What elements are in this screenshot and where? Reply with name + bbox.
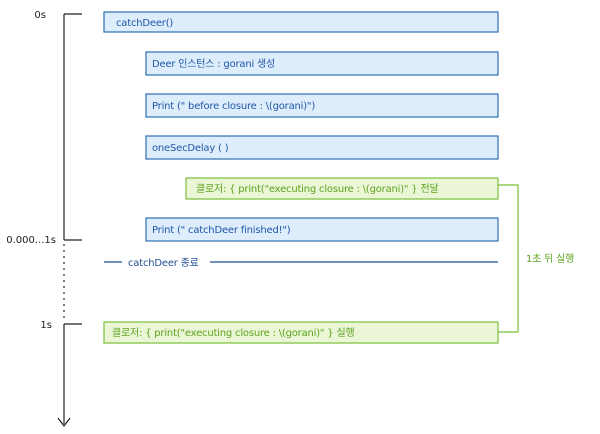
step-label: catchDeer() (116, 18, 173, 29)
step-closure-run: 클로저: { print("executing closure : \(gora… (103, 321, 499, 344)
step-label: 클로저: { print("executing closure : \(gora… (112, 327, 354, 339)
delay-bracket: 1초 뒤 실행 (498, 184, 574, 333)
step-catch-deer: catchDeer() (103, 11, 499, 33)
tick-label-1s: 1s (40, 320, 52, 331)
axis-arrow-icon (57, 417, 71, 427)
step-label: Print (" before closure : \(gorani)") (152, 101, 315, 112)
step-box (103, 11, 499, 33)
step-closure-pass: 클로저: { print("executing closure : \(gora… (185, 177, 499, 200)
catch-deer-end-marker: catchDeer 종료 (104, 257, 498, 269)
tick-label-0s: 0s (34, 10, 46, 21)
step-label: Print (" catchDeer finished!") (152, 225, 291, 236)
step-one-sec-delay: oneSecDelay ( ) (145, 135, 499, 160)
step-box (185, 177, 499, 200)
step-print-finished: Print (" catchDeer finished!") (145, 217, 499, 242)
tick-label-epsilon: 0.000...1s (6, 235, 56, 246)
step-label: 클로저: { print("executing closure : \(gora… (196, 183, 438, 195)
step-deer-instance: Deer 인스턴스 : gorani 생성 (145, 51, 499, 76)
step-label: oneSecDelay ( ) (152, 143, 229, 154)
step-box (145, 135, 499, 160)
end-label: catchDeer 종료 (128, 257, 199, 269)
step-box (145, 51, 499, 76)
step-box (145, 93, 499, 118)
time-axis: 0s 0.000...1s 1s (6, 10, 82, 427)
step-print-before: Print (" before closure : \(gorani)") (145, 93, 499, 118)
step-label: Deer 인스턴스 : gorani 생성 (152, 58, 275, 70)
delay-label: 1초 뒤 실행 (526, 253, 574, 265)
bracket-line (498, 184, 519, 333)
step-box (145, 217, 499, 242)
